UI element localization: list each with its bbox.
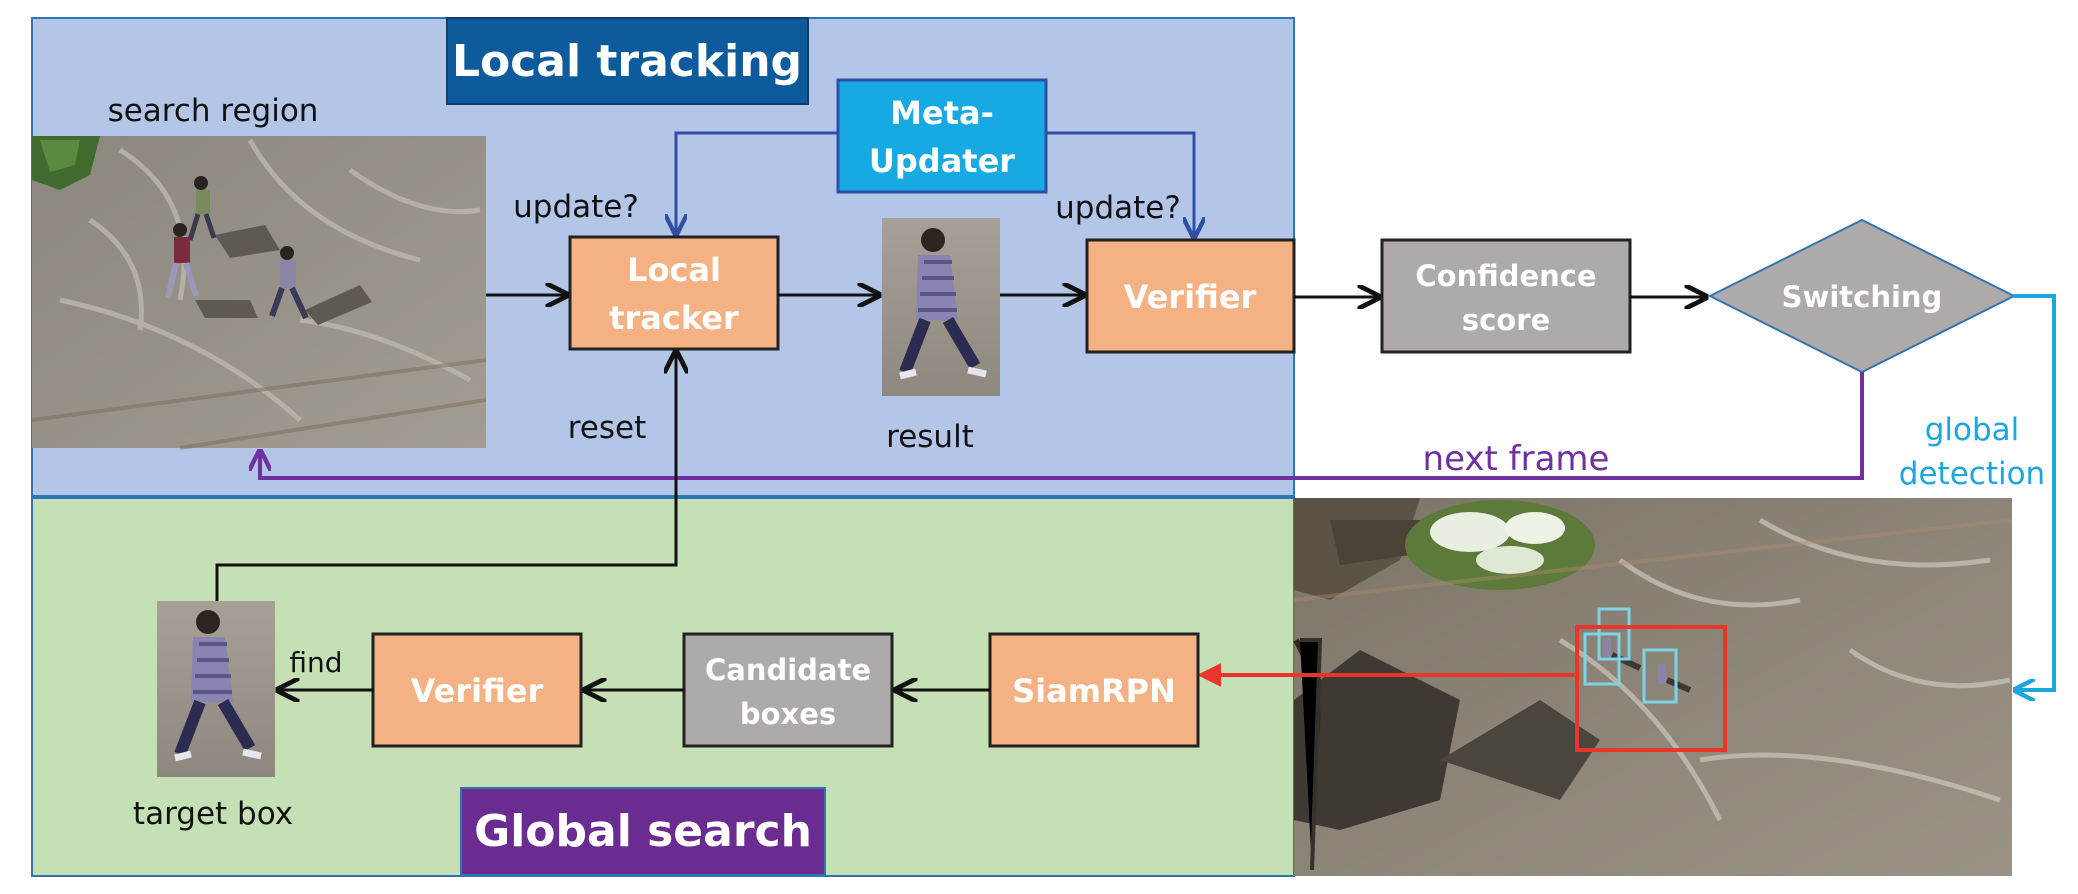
local-verifier-box bbox=[1085, 238, 1296, 354]
local-tracking-title: Local tracking bbox=[452, 36, 802, 87]
meta-updater-label-line1: Meta- bbox=[890, 94, 994, 132]
local-tracking-title-box bbox=[446, 17, 809, 105]
find-label: find bbox=[289, 646, 342, 679]
confidence-score-label-line2: score bbox=[1462, 303, 1550, 337]
local-tracker-box bbox=[568, 235, 780, 351]
target-box-label: target box bbox=[133, 796, 293, 832]
global-verifier-label: Verifier bbox=[411, 672, 544, 710]
global-detection-arrow bbox=[2014, 294, 2056, 690]
meta-update-arrow-to-tracker bbox=[676, 131, 838, 234]
next-frame-arrow bbox=[260, 372, 1864, 480]
meta-updater-label-line2: Updater bbox=[869, 142, 1015, 180]
local-tracker-label-line2: tracker bbox=[609, 299, 739, 337]
global-search-title-box bbox=[460, 787, 826, 876]
local-tracker-label-line1: Local bbox=[627, 251, 721, 289]
candidate-boxes-label-line2: boxes bbox=[740, 697, 836, 731]
reset-label: reset bbox=[568, 410, 647, 446]
candidate-boxes-box bbox=[682, 632, 894, 748]
confidence-score-box bbox=[1380, 238, 1632, 354]
siamrpn-label: SiamRPN bbox=[1012, 672, 1176, 710]
global-detection-label-line2: detection bbox=[1899, 456, 2045, 492]
reset-arrow bbox=[215, 352, 676, 601]
local-verifier-label: Verifier bbox=[1124, 278, 1257, 316]
result-image bbox=[882, 218, 1000, 396]
update-label-right: update? bbox=[1055, 190, 1181, 226]
update-label-left: update? bbox=[513, 189, 639, 225]
result-label: result bbox=[886, 419, 974, 455]
meta-update-arrow-to-verifier bbox=[1046, 131, 1194, 237]
next-frame-label: next frame bbox=[1423, 439, 1610, 479]
aerial-pedestrians-image bbox=[31, 136, 487, 450]
global-detection-label-line1: global bbox=[1925, 412, 2020, 448]
confidence-score-label-line1: Confidence bbox=[1415, 259, 1596, 293]
search-region-label: search region bbox=[108, 93, 319, 129]
global-search-title: Global search bbox=[474, 806, 812, 857]
target-box-image bbox=[157, 601, 275, 777]
switching-label: Switching bbox=[1782, 280, 1943, 314]
aerial-plaza-frame bbox=[1293, 498, 2013, 876]
candidate-boxes-label-line1: Candidate bbox=[705, 653, 871, 687]
meta-updater-box bbox=[836, 78, 1048, 194]
